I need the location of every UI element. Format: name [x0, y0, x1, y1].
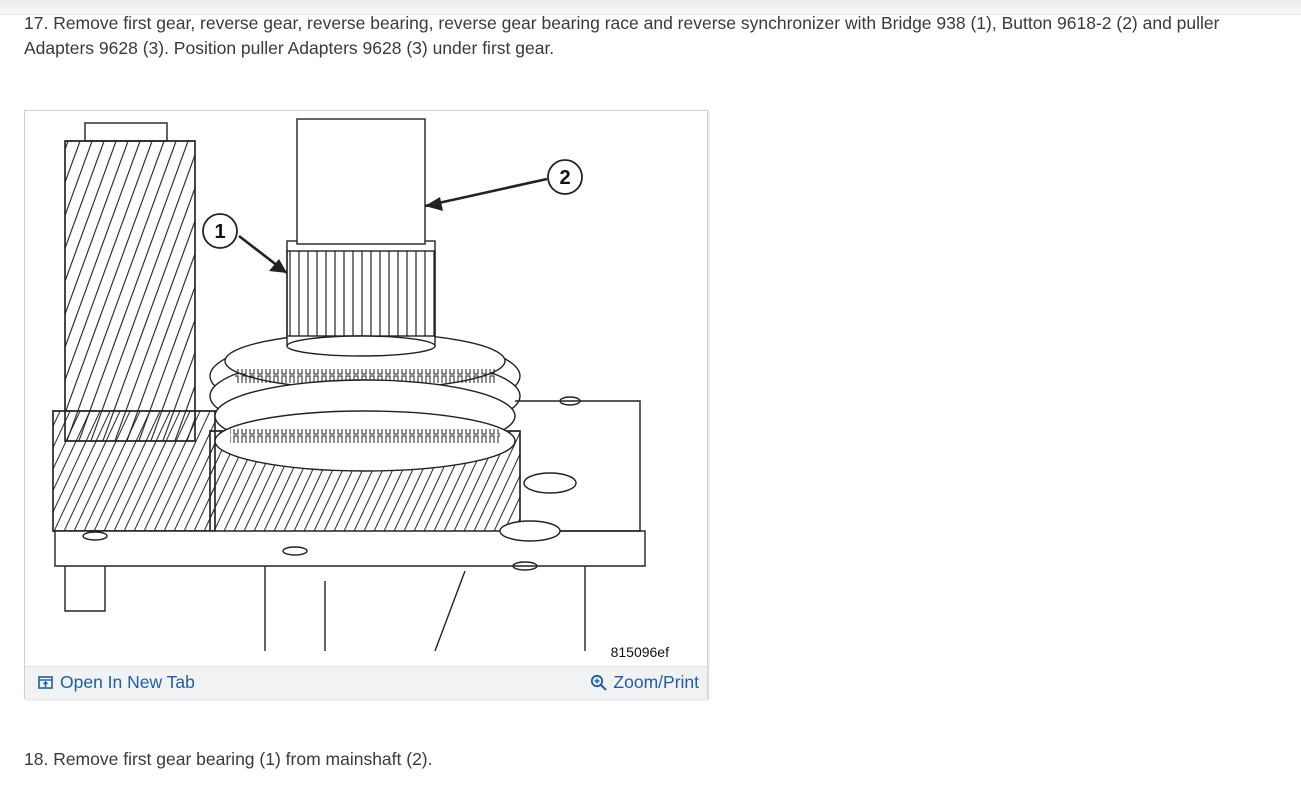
- figure-container: 1 2 815096ef Open In New Tab: [24, 110, 708, 699]
- top-toolbar-shadow: [0, 0, 1301, 15]
- callout-2: 2: [547, 159, 583, 195]
- gear-illustration: 1 2 815096ef: [25, 111, 707, 666]
- step-17-text: 17. Remove first gear, reverse gear, rev…: [24, 13, 1220, 58]
- svg-text:2: 2: [559, 167, 570, 189]
- open-new-tab-label: Open In New Tab: [60, 672, 195, 692]
- svg-text:1: 1: [214, 221, 225, 243]
- open-new-tab-icon: [38, 676, 53, 689]
- zoom-print-link[interactable]: Zoom/Print: [590, 672, 699, 693]
- figure-id-label: 815096ef: [610, 644, 669, 660]
- transmission-drawing: 1 2: [52, 118, 646, 652]
- step-18-text: 18. Remove first gear bearing (1) from m…: [24, 749, 433, 769]
- open-new-tab-link[interactable]: Open In New Tab: [37, 672, 195, 693]
- zoom-in-icon: [591, 674, 608, 691]
- figure-action-bar: Open In New Tab Zoom/Print: [25, 666, 707, 699]
- zoom-print-label: Zoom/Print: [613, 672, 699, 692]
- callout-1: 1: [202, 213, 238, 249]
